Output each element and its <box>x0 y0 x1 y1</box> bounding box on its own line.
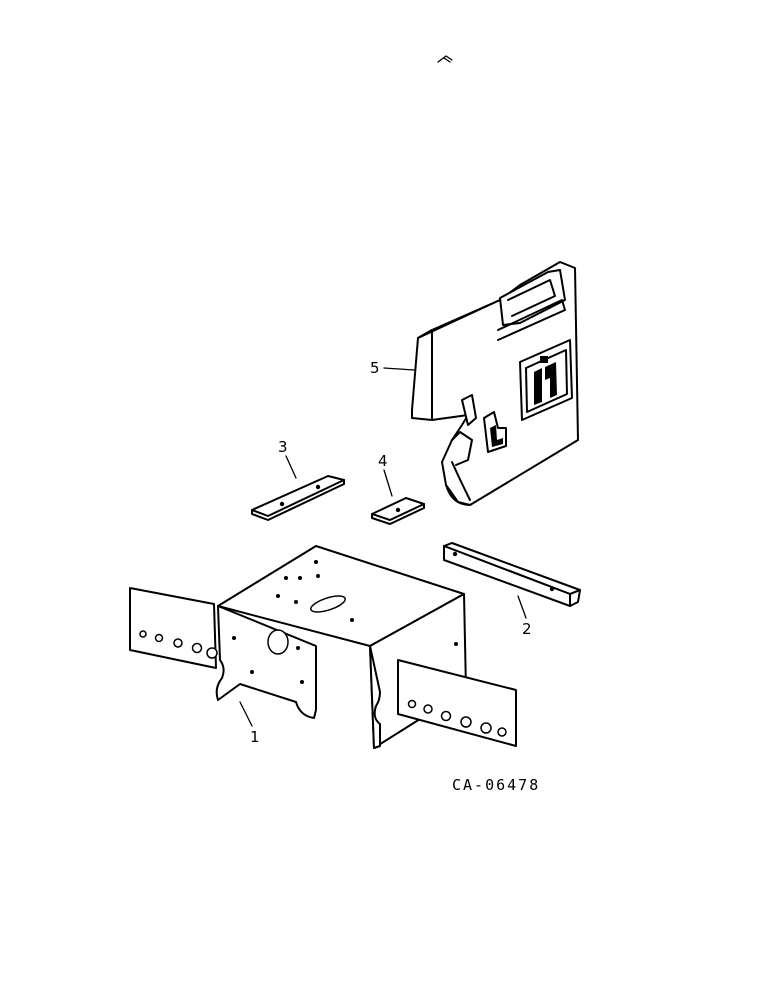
callout-3: 3 <box>278 438 288 456</box>
callout-5: 5 <box>370 359 380 377</box>
callout-4: 4 <box>378 452 388 470</box>
part-3-long-shim <box>251 455 345 521</box>
part-5-front-weight <box>383 261 579 506</box>
ih-logo-icon <box>534 356 557 405</box>
part-4-short-shim <box>371 469 425 525</box>
callout-2: 2 <box>522 620 532 638</box>
callout-1: 1 <box>250 728 260 746</box>
drawing-code: CA-06478 <box>452 776 540 794</box>
part-1-frame-bracket <box>129 545 517 749</box>
part-2-angle-strip <box>443 542 581 619</box>
top-mark-icon <box>437 55 453 63</box>
